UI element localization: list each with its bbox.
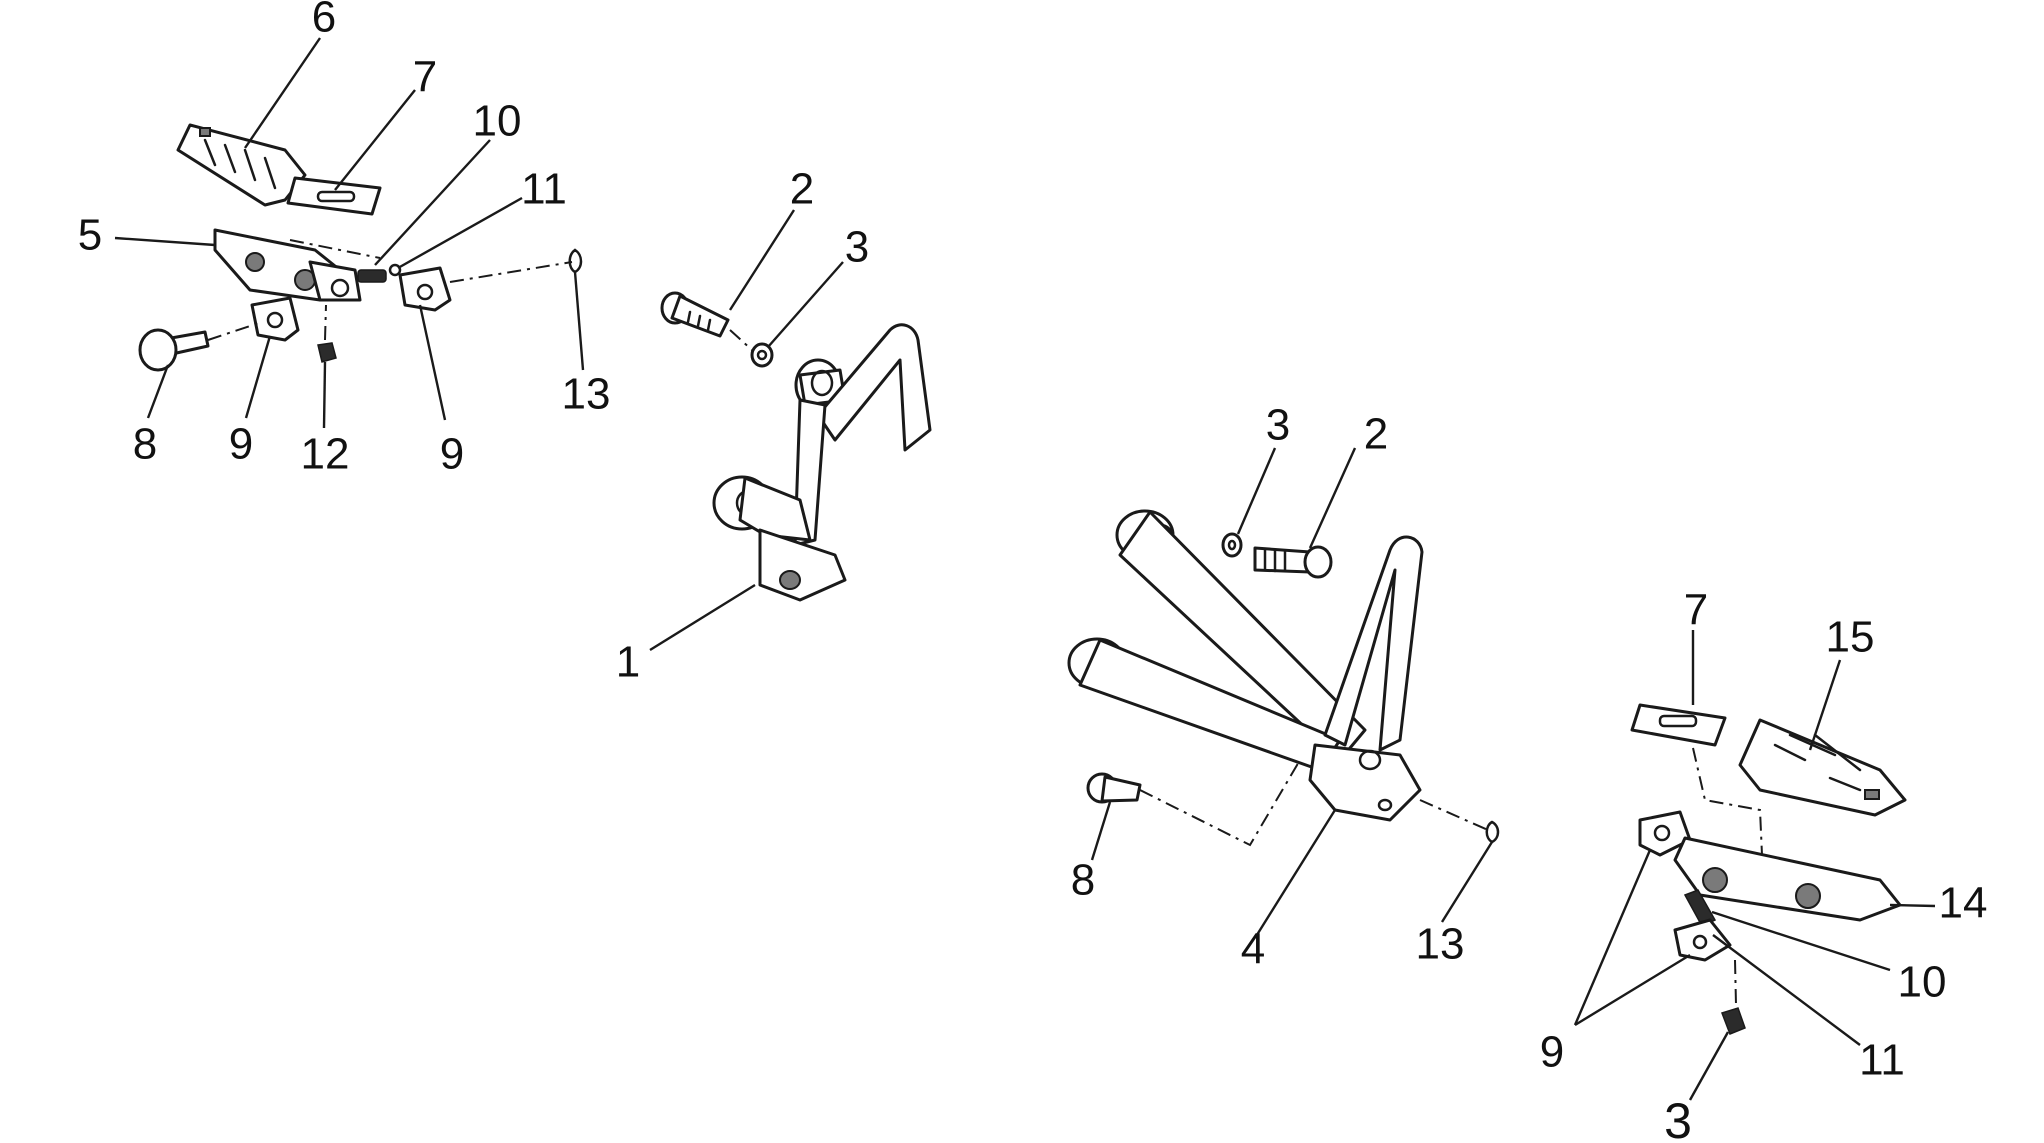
part-9-plate-right bbox=[398, 266, 452, 312]
part-14-footpeg-bracket bbox=[1638, 810, 1902, 922]
callout-left-8: 8 bbox=[133, 420, 157, 469]
callout-right-9: 9 bbox=[1540, 1028, 1564, 1077]
part-11-ball bbox=[388, 263, 402, 277]
callout-left-6: 6 bbox=[312, 0, 336, 42]
callout-left-9a: 9 bbox=[229, 420, 253, 469]
part-10-spring-right bbox=[1683, 889, 1717, 927]
part-3-nut-lower bbox=[1721, 1007, 1746, 1035]
callout-left-10: 10 bbox=[473, 97, 522, 146]
callout-left-11: 11 bbox=[521, 165, 567, 214]
callout-right-10: 10 bbox=[1898, 958, 1947, 1007]
part-10-spring bbox=[357, 269, 387, 283]
leader-lines bbox=[114, 37, 1936, 1101]
right-bracket-assembly bbox=[1067, 509, 1500, 847]
callout-right-8: 8 bbox=[1071, 856, 1095, 905]
callout-right-14: 14 bbox=[1939, 879, 1988, 928]
part-7-plate-right bbox=[1630, 703, 1727, 747]
callout-labels: 6 7 10 11 5 8 9 12 9 13 2 3 1 3 2 8 4 13… bbox=[78, 0, 1988, 1143]
part-1-rear-bracket bbox=[712, 323, 932, 602]
part-8-pin-right bbox=[1086, 772, 1142, 804]
callout-left-12: 12 bbox=[301, 430, 350, 479]
part-7-plate bbox=[286, 176, 382, 216]
callout-right-2: 2 bbox=[1364, 410, 1388, 459]
callout-left-5: 5 bbox=[78, 211, 102, 260]
part-4-rear-bracket-right bbox=[1067, 509, 1424, 822]
callout-left-3: 3 bbox=[845, 223, 869, 272]
callout-right-4: 4 bbox=[1241, 925, 1265, 974]
callout-right-13: 13 bbox=[1416, 920, 1465, 969]
part-5-footpeg-bracket bbox=[213, 228, 362, 302]
part-9-plate-lower bbox=[1673, 918, 1732, 962]
part-9-plate-left bbox=[250, 296, 300, 342]
part-3-washer-right bbox=[1221, 532, 1243, 558]
part-2-bolt-right bbox=[1253, 545, 1333, 579]
right-footpeg-assembly bbox=[1630, 703, 1907, 1035]
callout-right-3: 3 bbox=[1266, 401, 1290, 450]
left-footpeg-assembly bbox=[138, 123, 583, 372]
callout-right-3b: 3 bbox=[1664, 1093, 1692, 1143]
part-6-footpeg-rubber bbox=[176, 123, 307, 207]
left-bracket-assembly bbox=[660, 291, 932, 602]
callout-right-7: 7 bbox=[1684, 586, 1708, 635]
callout-left-2: 2 bbox=[790, 165, 814, 214]
callout-left-9b: 9 bbox=[440, 430, 464, 479]
callout-left-7: 7 bbox=[413, 53, 437, 102]
part-15-footpeg-rubber bbox=[1738, 718, 1907, 817]
part-3-washer bbox=[750, 342, 774, 368]
part-13-clip bbox=[568, 248, 583, 274]
callout-right-15: 15 bbox=[1826, 613, 1875, 662]
callout-right-11: 11 bbox=[1859, 1036, 1905, 1085]
callout-left-1: 1 bbox=[616, 638, 640, 687]
part-8-pin bbox=[138, 328, 210, 372]
part-12-nut bbox=[317, 342, 337, 363]
part-2-bolt bbox=[660, 291, 730, 338]
part-13-clip-right bbox=[1485, 820, 1500, 844]
callout-left-13: 13 bbox=[562, 370, 611, 419]
